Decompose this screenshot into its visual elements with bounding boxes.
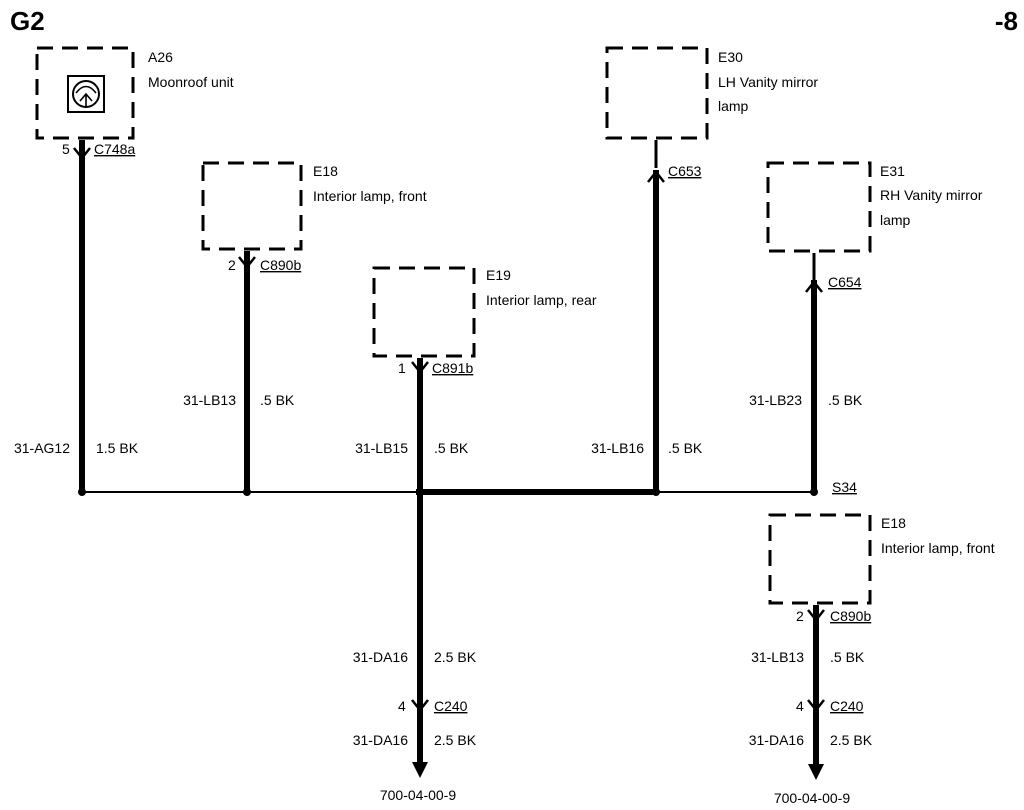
- connector-arrow-icon: [238, 256, 256, 270]
- component-name: Moonroof unit: [148, 74, 234, 90]
- component-name: RH Vanity mirror: [880, 187, 983, 203]
- wire-circuit: 31-AG12: [14, 440, 70, 456]
- wire-circuit: 31-DA16: [353, 649, 408, 665]
- connector-arrow-icon: [647, 169, 665, 183]
- moonroof-motor-icon: [67, 75, 105, 113]
- component-name: Interior lamp, rear: [486, 292, 597, 308]
- connector-label: C240: [830, 698, 864, 714]
- wire-circuit: 31-LB13: [751, 649, 804, 665]
- component-box: [605, 46, 709, 140]
- wire-circuit: 31-LB16: [591, 440, 644, 456]
- pin-number: 1: [398, 360, 406, 376]
- pin-number: 5: [62, 141, 70, 157]
- wire-circuit: 31-DA16: [749, 732, 804, 748]
- component-name: Interior lamp, front: [881, 540, 995, 556]
- connector-arrow-icon: [807, 699, 825, 713]
- component-e31: E31 RH Vanity mirror lamp C654: [766, 161, 983, 290]
- connector-arrow-icon: [411, 361, 429, 375]
- wire-gauge: .5 BK: [260, 392, 295, 408]
- wire-circuit: 31-LB15: [355, 440, 408, 456]
- wire-gauge: 2.5 BK: [434, 732, 477, 748]
- wire-gauge: 2.5 BK: [830, 732, 873, 748]
- component-ref: A26: [148, 49, 173, 65]
- connector-arrow-icon: [73, 147, 91, 161]
- component-box: [201, 161, 303, 251]
- component-ref: E30: [718, 49, 743, 65]
- wire-circuit: 31-DA16: [353, 732, 408, 748]
- connector-label: C748a: [94, 141, 135, 157]
- destination-ref: 700-04-00-9: [380, 787, 456, 803]
- wire-gauge: .5 BK: [828, 392, 863, 408]
- ground-arrow-icon: [412, 762, 428, 778]
- sheet-number: -8: [995, 6, 1018, 36]
- connector-label: C653: [668, 163, 702, 179]
- component-name-line2: lamp: [880, 212, 911, 228]
- connector-label: C890b: [830, 608, 871, 624]
- component-ref: E19: [486, 267, 511, 283]
- splice-label: S34: [832, 479, 857, 495]
- pin-number: 4: [796, 698, 804, 714]
- page-id: G2: [10, 6, 45, 36]
- wire-circuit: 31-LB13: [183, 392, 236, 408]
- connector-arrow-icon: [807, 609, 825, 623]
- wire-gauge: .5 BK: [830, 649, 865, 665]
- wire-circuit: 31-LB23: [749, 392, 802, 408]
- connector-label: C240: [434, 698, 468, 714]
- component-name-line2: lamp: [718, 98, 749, 114]
- wire-gauge: .5 BK: [434, 440, 469, 456]
- component-box: [35, 46, 135, 140]
- component-e30: E30 LH Vanity mirror lamp C653: [605, 46, 818, 179]
- component-box: [766, 161, 872, 253]
- component-e18-front: E18 Interior lamp, front 2 C890b: [201, 161, 427, 273]
- wire-gauge: 2.5 BK: [434, 649, 477, 665]
- pin-number: 4: [398, 698, 406, 714]
- component-box: [768, 513, 872, 605]
- component-box: [372, 266, 476, 358]
- pin-number: 2: [796, 608, 804, 624]
- component-name: Interior lamp, front: [313, 188, 427, 204]
- connector-label: C654: [828, 274, 862, 290]
- component-name: LH Vanity mirror: [718, 74, 818, 90]
- wire-gauge: 1.5 BK: [96, 440, 139, 456]
- component-ref: E31: [880, 163, 905, 179]
- component-ref: E18: [313, 163, 338, 179]
- connector-arrow-icon: [805, 279, 823, 293]
- component-e19: E19 Interior lamp, rear 1 C891b: [372, 266, 597, 376]
- component-e18-front-2: E18 Interior lamp, front 2 C890b: [768, 513, 995, 624]
- splice-dots: [78, 239, 818, 496]
- destination-ref: 700-04-00-9: [774, 790, 850, 806]
- connector-label: C891b: [432, 360, 473, 376]
- wire-gauge: .5 BK: [668, 440, 703, 456]
- component-a26: A26 Moonroof unit 5 C748a: [35, 46, 234, 157]
- ground-arrow-icon: [808, 764, 824, 780]
- connector-label: C890b: [260, 257, 301, 273]
- connector-arrow-icon: [411, 699, 429, 713]
- component-ref: E18: [881, 515, 906, 531]
- pin-number: 2: [228, 257, 236, 273]
